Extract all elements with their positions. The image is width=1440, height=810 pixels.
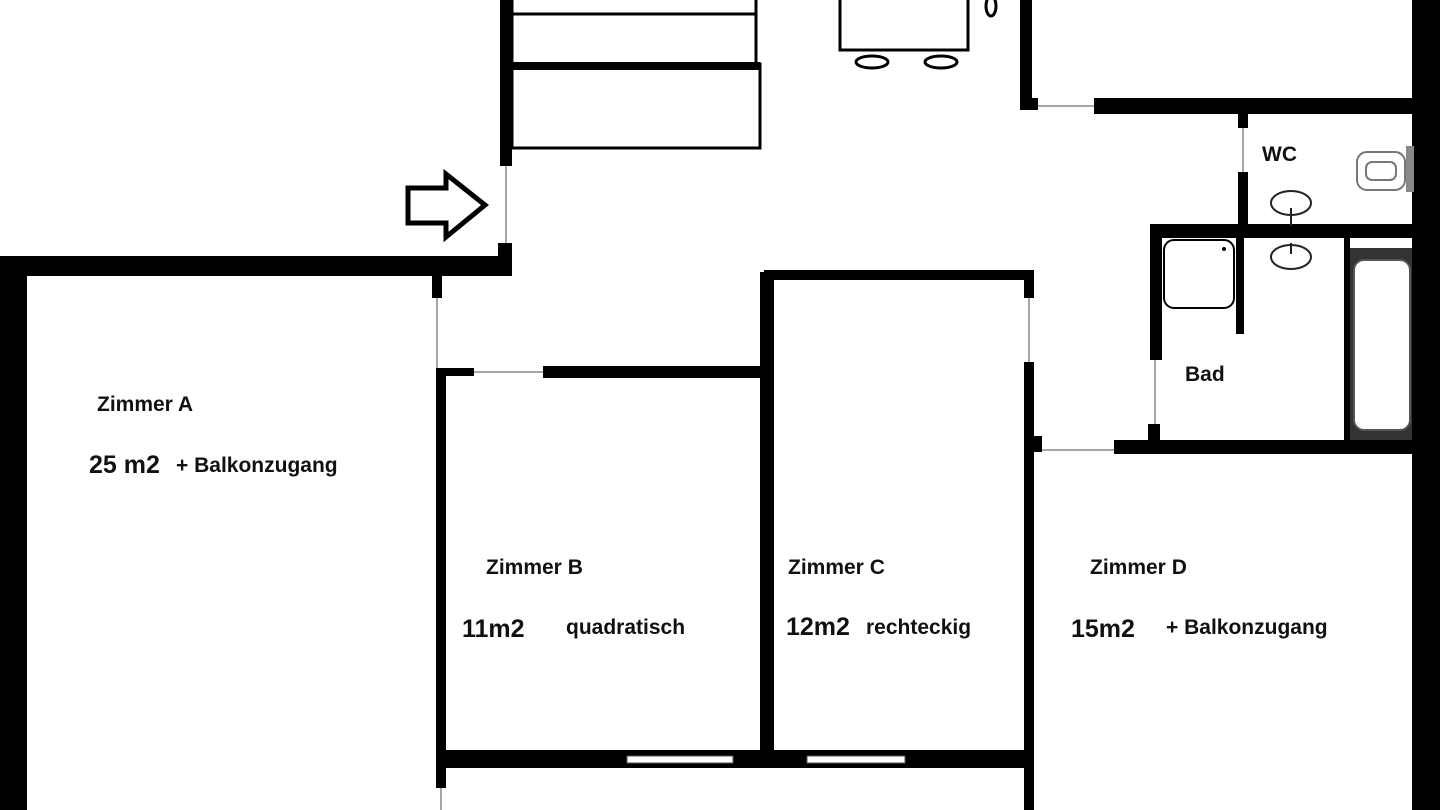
chair [854,54,890,70]
room-name-zimmer-a: Zimmer A [97,393,194,416]
room-name-zimmer-c: Zimmer C [788,556,885,579]
window [626,755,734,764]
room-area-zimmer-d: 15m2 [1071,615,1135,643]
room-area-zimmer-c: 12m2 [786,613,850,641]
room-name-zimmer-d: Zimmer D [1090,556,1187,579]
kitchen-counter [510,0,762,150]
bathtub [1350,238,1412,440]
room-area-zimmer-b: 11m2 [462,615,525,643]
chair [923,54,959,70]
windows [626,755,906,764]
arrow-right-icon [405,168,489,243]
room-area-zimmer-a: 25 m2 [89,451,160,479]
window [806,755,906,764]
toilet [1356,146,1414,192]
chair [984,0,998,18]
room-note-zimmer-a: + Balkonzugang [176,454,338,477]
dining-table [838,0,998,70]
shower-tray [1163,239,1235,309]
room-name-bad: Bad [1185,363,1225,386]
room-note-zimmer-d: + Balkonzugang [1166,616,1328,639]
room-note-zimmer-b: quadratisch [566,616,686,639]
room-note-zimmer-c: rechteckig [866,616,972,639]
room-name-wc: WC [1262,143,1297,166]
door-openings [436,105,1244,810]
sink [1270,190,1312,270]
room-name-zimmer-b: Zimmer B [486,556,583,579]
